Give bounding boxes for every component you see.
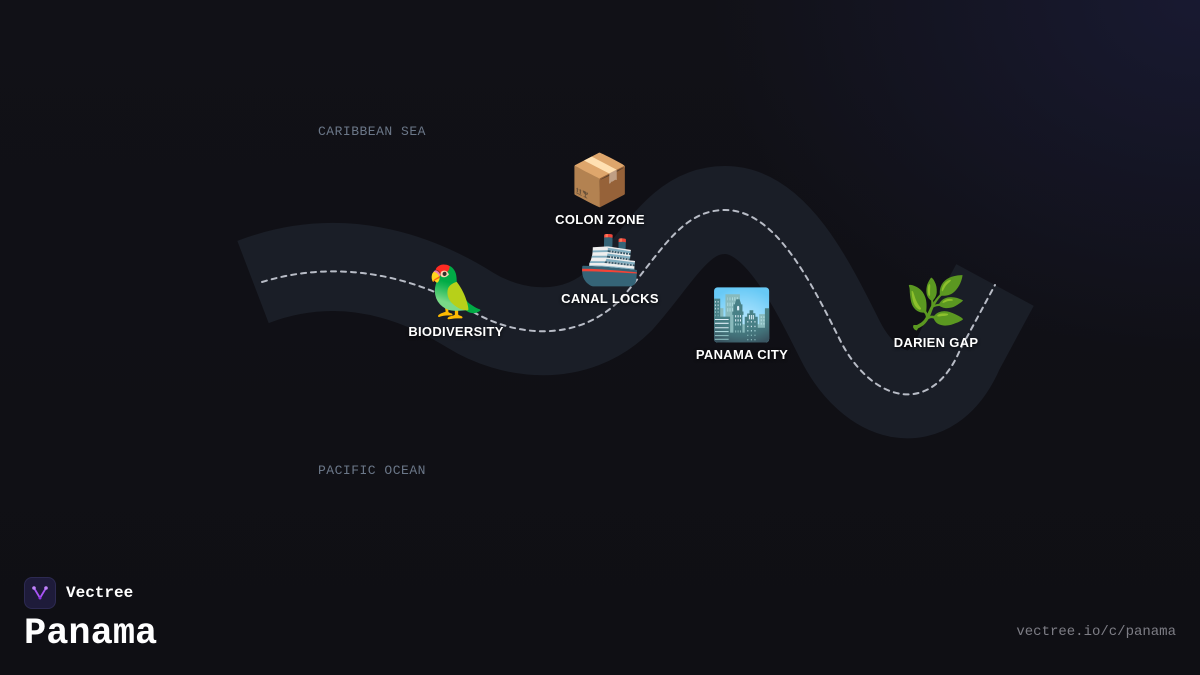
stop-panama-city[interactable]: 🏙️ PANAMA CITY bbox=[696, 287, 788, 362]
stop-darien-gap[interactable]: 🌿 DARIEN GAP bbox=[894, 275, 979, 350]
brand-name: Vectree bbox=[66, 584, 134, 602]
stop-label: PANAMA CITY bbox=[695, 347, 789, 362]
vectree-logo-icon bbox=[24, 577, 56, 609]
route-dashed-line bbox=[261, 208, 996, 396]
stop-label: DARIEN GAP bbox=[893, 335, 979, 350]
package-icon: 📦 bbox=[568, 151, 632, 209]
page-title: Panama bbox=[24, 613, 158, 655]
city-icon: 🏙️ bbox=[710, 286, 774, 344]
ship-icon: 🚢 bbox=[578, 230, 642, 288]
herb-icon: 🌿 bbox=[904, 274, 968, 332]
sea-label-pacific: PACIFIC OCEAN bbox=[318, 463, 426, 478]
sea-label-caribbean: CARIBBEAN SEA bbox=[318, 124, 426, 139]
stop-label: COLON ZONE bbox=[555, 212, 645, 227]
brand[interactable]: Vectree bbox=[24, 577, 133, 609]
stop-canal-locks[interactable]: 🚢 CANAL LOCKS bbox=[561, 231, 659, 306]
stop-colon-zone[interactable]: 📦 COLON ZONE bbox=[555, 152, 645, 227]
stop-biodiversity[interactable]: 🦜 BIODIVERSITY bbox=[408, 264, 503, 339]
stop-label: CANAL LOCKS bbox=[561, 291, 659, 306]
stop-label: BIODIVERSITY bbox=[408, 324, 504, 339]
parrot-icon: 🦜 bbox=[424, 263, 488, 321]
page-url-link[interactable]: vectree.io/c/panama bbox=[1016, 624, 1176, 640]
